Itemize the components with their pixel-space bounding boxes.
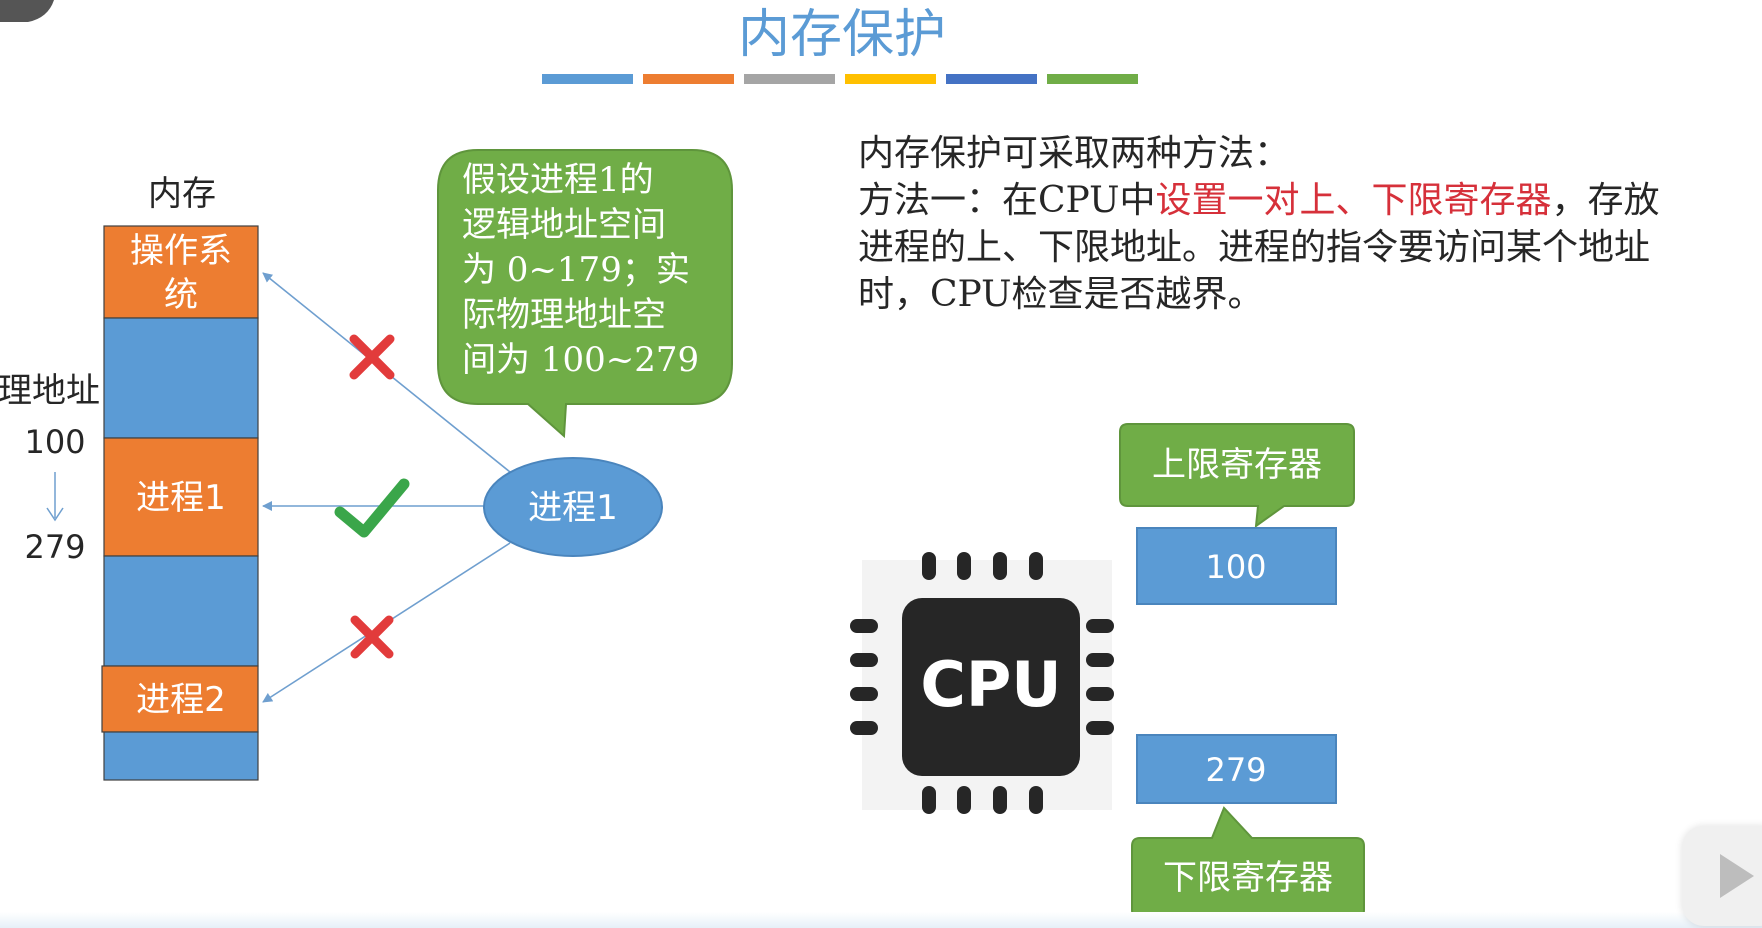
description-segment: 方法一：在CPU中: [858, 180, 1156, 221]
lower-register-value: 279: [1205, 751, 1266, 789]
cross-icon: [350, 615, 394, 659]
lower-register-label: 下限寄存器: [1163, 858, 1333, 898]
bubble-line: 为 0~179；实: [462, 250, 690, 290]
address-range-arrow-icon: [46, 472, 64, 522]
description-line: 方法一：在CPU中设置一对上、下限寄存器，存放: [858, 177, 1718, 224]
memory-block: [103, 317, 259, 439]
page-title: 内存保护: [738, 5, 946, 65]
description-line: 时，CPU检查是否越界。: [858, 274, 1264, 315]
cpu-chip-icon: CPU: [850, 552, 1114, 814]
memory-block: [101, 665, 259, 733]
title-bar-segment: [643, 74, 734, 84]
memory-label: 内存: [148, 174, 216, 214]
bubble-line: 假设进程1的: [462, 160, 654, 200]
cpu-label: CPU: [920, 648, 1061, 721]
description-line: 进程的上、下限地址。进程的指令要访问某个地址: [858, 227, 1651, 268]
memory-block: [103, 731, 259, 781]
title-bar-segment: [946, 74, 1037, 84]
physical-address-label: 理地址: [0, 371, 100, 411]
description-segment: ，存放: [1551, 180, 1660, 221]
bubble-text: 假设进程1的 逻辑地址空间 为 0~179；实 际物理地址空 间为 100~27…: [462, 158, 742, 383]
title-bar-segment: [542, 74, 633, 84]
speech-bubble: [437, 149, 733, 439]
bubble-line: 间为 100~279: [462, 340, 700, 380]
memory-block: [103, 555, 259, 667]
description-line: 内存保护可采取两种方法：: [858, 133, 1291, 174]
bubble-line: 逻辑地址空间: [462, 205, 666, 245]
play-icon: [1720, 854, 1754, 898]
bottom-decoration: [0, 912, 1762, 928]
corner-overlay: [0, 0, 54, 22]
description-text: 内存保护可采取两种方法： 方法一：在CPU中设置一对上、下限寄存器，存放 进程的…: [858, 130, 1718, 318]
upper-register-box: [1136, 527, 1337, 605]
title-bar-segment: [744, 74, 835, 84]
cross-icon: [349, 334, 395, 380]
memory-block-label: 操作系: [130, 231, 232, 271]
address-end-label: 279: [24, 528, 85, 566]
play-button[interactable]: [1682, 826, 1762, 926]
upper-register-label: 上限寄存器: [1152, 445, 1322, 485]
memory-block: [103, 437, 259, 557]
lower-register-box: [1136, 734, 1337, 804]
process-node: [483, 457, 663, 557]
address-start-label: 100: [24, 423, 85, 461]
title-bar-segment: [845, 74, 936, 84]
memory-block-label: 统: [164, 275, 198, 315]
process-label: 进程1: [528, 488, 618, 528]
title-bar-segment: [1047, 74, 1138, 84]
upper-register-value: 100: [1205, 548, 1266, 586]
memory-block-label: 进程1: [136, 478, 226, 518]
check-icon: [334, 478, 410, 538]
memory-block-label: 进程2: [136, 680, 226, 720]
title-color-bars: [542, 74, 1138, 84]
bubble-line: 际物理地址空: [462, 295, 666, 335]
description-highlight: 设置一对上、下限寄存器: [1155, 180, 1552, 221]
upper-register-callout: [1119, 423, 1355, 529]
